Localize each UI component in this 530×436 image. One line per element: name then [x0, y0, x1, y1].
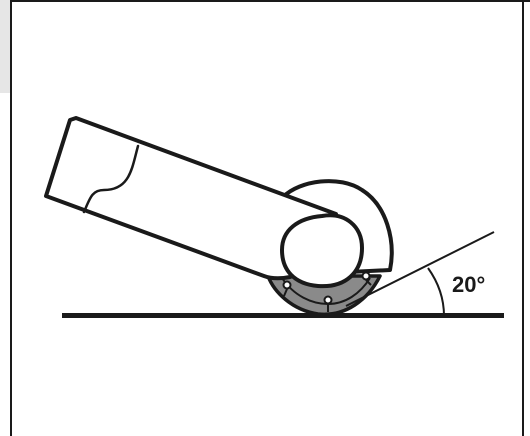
angle-arc	[427, 267, 445, 317]
angle-label: 20°	[452, 272, 485, 297]
rivet-left	[282, 280, 292, 290]
rivet-right	[361, 271, 371, 281]
guard-rivets	[282, 271, 371, 305]
page-margin-tab	[0, 0, 10, 93]
rivet-center	[323, 295, 333, 305]
rivet-stems	[283, 279, 372, 312]
frame-left-border	[10, 0, 12, 436]
motor-hub	[279, 213, 365, 289]
frame-top-border	[10, 0, 530, 2]
frame-right-border	[522, 0, 524, 436]
work-surface-line	[62, 313, 504, 318]
angle-reference-line	[345, 231, 495, 307]
handle-grip-line	[82, 144, 140, 214]
